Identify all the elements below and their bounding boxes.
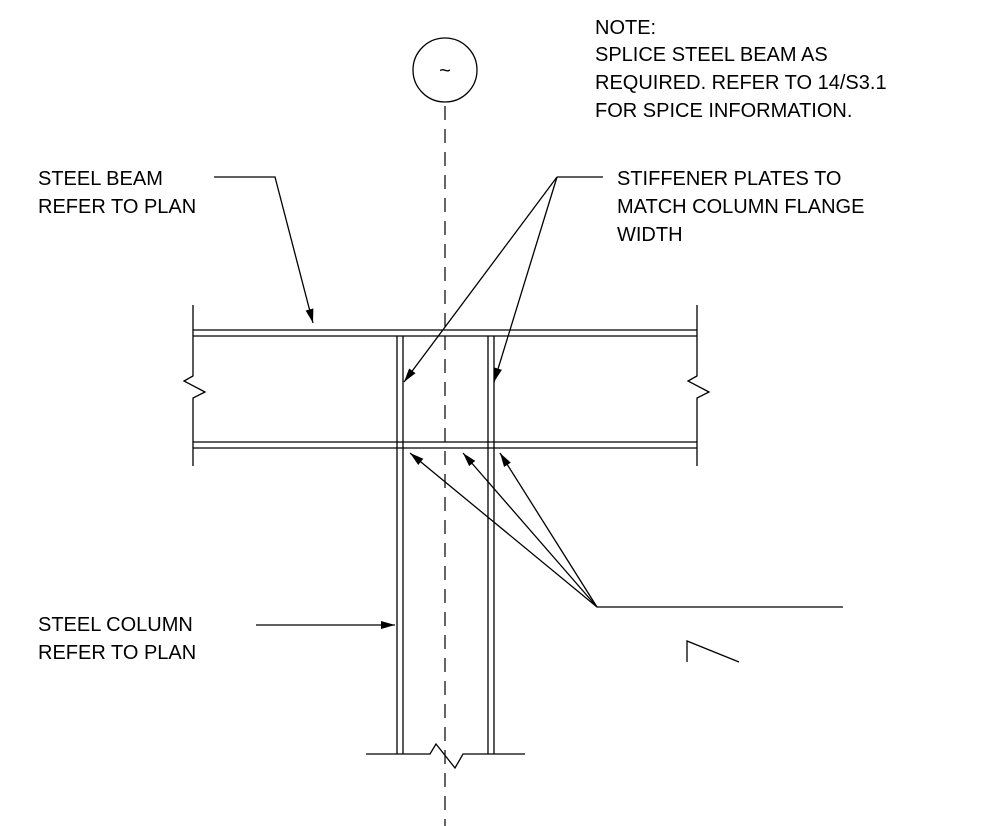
beam-break-left bbox=[182, 305, 207, 466]
note-line-2: SPLICE STEEL BEAM AS bbox=[595, 44, 828, 66]
stiffener-label-line-2: MATCH COLUMN FLANGE bbox=[617, 196, 864, 218]
column-break bbox=[366, 742, 525, 770]
weld-leader-2 bbox=[462, 452, 598, 608]
note-line-4: FOR SPICE INFORMATION. bbox=[595, 100, 852, 122]
weld-leader-3 bbox=[499, 452, 598, 608]
beam-leader bbox=[214, 176, 314, 324]
stiffener-label-line-3: WIDTH bbox=[617, 224, 683, 246]
stiffener-leader-left bbox=[403, 176, 558, 383]
beam-break-right bbox=[686, 305, 711, 466]
fillet-weld-icon bbox=[686, 640, 740, 663]
beam-label: STEEL BEAM REFER TO PLAN bbox=[38, 168, 196, 218]
general-note: NOTE: SPLICE STEEL BEAM AS REQUIRED. REF… bbox=[595, 17, 887, 122]
weld-symbol bbox=[409, 452, 843, 663]
steel-beam bbox=[182, 305, 711, 466]
column-label: STEEL COLUMN REFER TO PLAN bbox=[38, 614, 196, 664]
stiffener-leader-right bbox=[493, 176, 558, 383]
column-label-line-2: REFER TO PLAN bbox=[38, 642, 196, 664]
grid-bubble bbox=[412, 37, 478, 103]
weld-leader-1 bbox=[409, 452, 598, 608]
stiffener-label: STIFFENER PLATES TO MATCH COLUMN FLANGE … bbox=[617, 168, 864, 246]
note-line-1: NOTE: bbox=[595, 17, 656, 39]
stiffener-label-line-1: STIFFENER PLATES TO bbox=[617, 168, 842, 190]
column-label-line-1: STEEL COLUMN bbox=[38, 614, 193, 636]
note-line-3: REQUIRED. REFER TO 14/S3.1 bbox=[595, 72, 887, 94]
steel-column bbox=[366, 336, 525, 770]
grid-bubble-label: ~ bbox=[439, 60, 451, 82]
beam-label-line-1: STEEL BEAM bbox=[38, 168, 163, 190]
beam-label-line-2: REFER TO PLAN bbox=[38, 196, 196, 218]
